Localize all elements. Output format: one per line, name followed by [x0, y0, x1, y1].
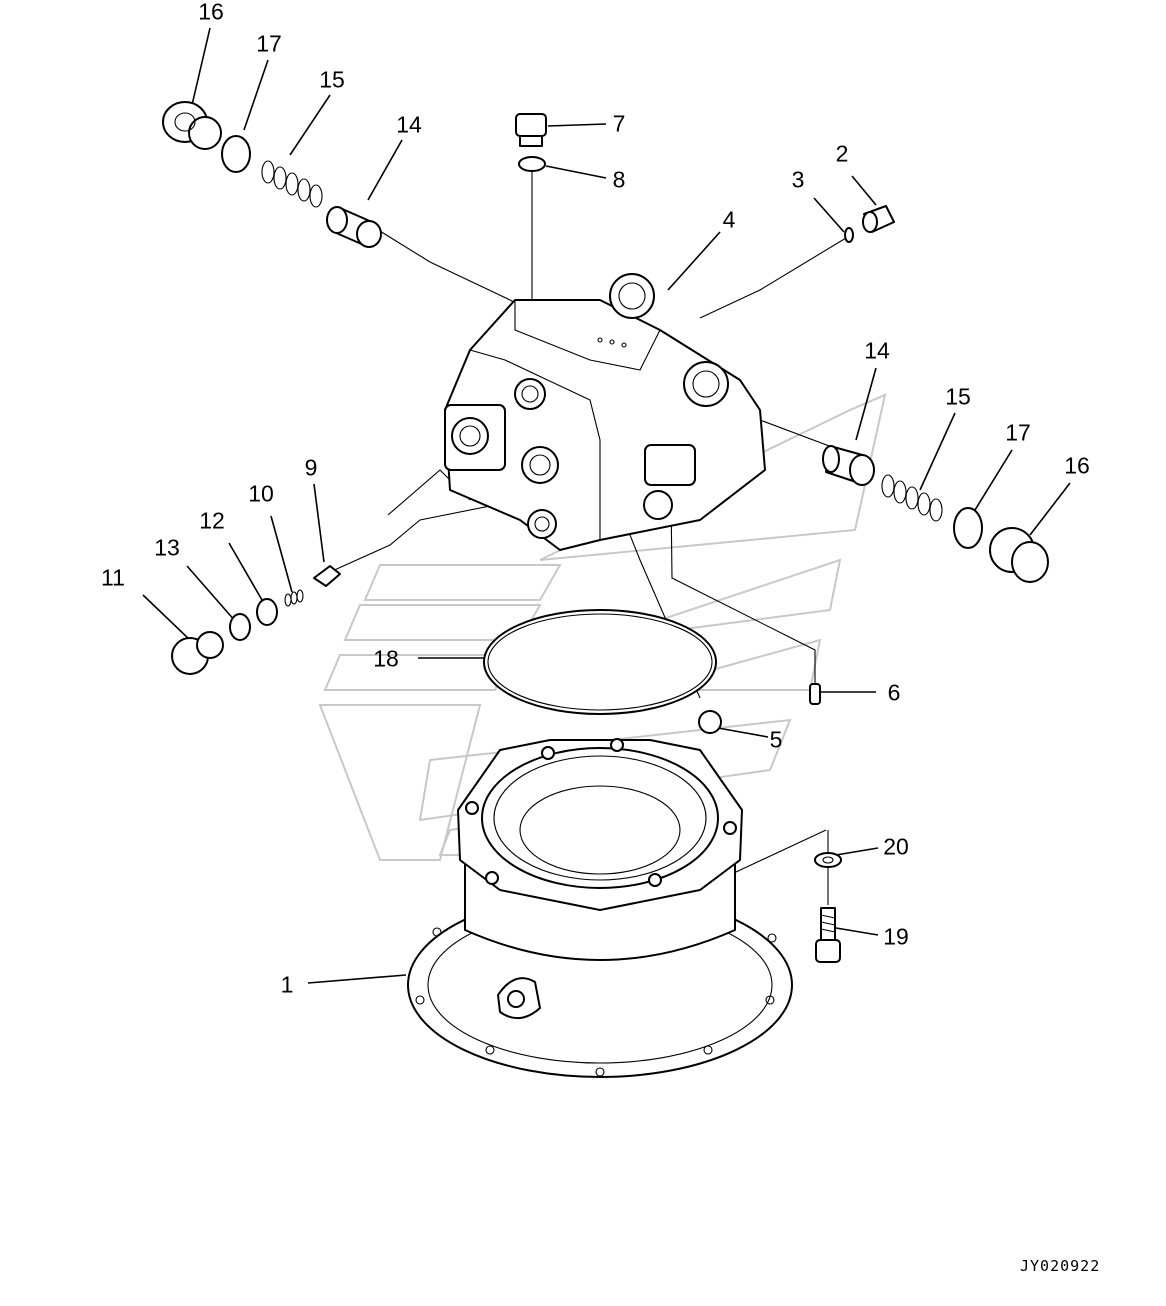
part-plug-11 — [171, 631, 224, 675]
callout-16-left: 16 — [198, 0, 224, 25]
part-plug-7 — [515, 113, 547, 147]
callout-2: 2 — [835, 140, 849, 167]
part-housing-1 — [407, 738, 793, 1078]
callout-7: 7 — [612, 110, 626, 137]
part-oring-8 — [518, 156, 546, 172]
part-plug-5 — [698, 710, 722, 734]
part-plug-16-left — [162, 101, 222, 150]
part-poppet-9 — [313, 565, 341, 587]
callout-20: 20 — [883, 833, 909, 860]
callout-12: 12 — [199, 507, 225, 534]
part-oring-18 — [483, 609, 717, 715]
callout-5: 5 — [769, 726, 783, 753]
callout-1: 1 — [280, 971, 294, 998]
part-oring-3 — [844, 227, 854, 243]
part-washer-20 — [814, 852, 842, 868]
callout-17-right: 17 — [1005, 419, 1031, 446]
callout-9: 9 — [304, 454, 318, 481]
reference-code: JY020922 — [1020, 1257, 1101, 1275]
callout-3: 3 — [791, 166, 805, 193]
part-spring-10 — [284, 589, 304, 607]
callout-15-right: 15 — [945, 383, 971, 410]
callout-11: 11 — [101, 564, 125, 591]
part-valve-body-4 — [444, 273, 766, 551]
callout-15-left: 15 — [319, 66, 345, 93]
callout-6: 6 — [887, 679, 901, 706]
part-bolt-19 — [815, 907, 841, 963]
part-sleeve-14-right — [822, 445, 875, 486]
part-spring-15-left — [261, 160, 323, 208]
callout-17-left: 17 — [256, 30, 282, 57]
part-spring-15-right — [881, 474, 943, 522]
callout-4: 4 — [722, 206, 736, 233]
part-ring-13 — [229, 613, 251, 641]
callout-14-right: 14 — [864, 337, 890, 364]
callout-8: 8 — [612, 166, 626, 193]
part-pin-6 — [809, 683, 821, 705]
part-oring-12 — [256, 598, 278, 626]
callout-19: 19 — [883, 923, 909, 950]
callout-16-right: 16 — [1064, 452, 1090, 479]
callout-14-left: 14 — [396, 111, 422, 138]
part-oring-17-right — [953, 507, 983, 549]
callout-18: 18 — [373, 645, 399, 672]
callout-10: 10 — [248, 480, 274, 507]
callout-13: 13 — [154, 534, 180, 561]
part-plug-16-right — [989, 527, 1049, 583]
part-sleeve-14-left — [326, 206, 382, 248]
part-oring-17-left — [221, 135, 251, 173]
part-plug-2 — [862, 205, 895, 233]
